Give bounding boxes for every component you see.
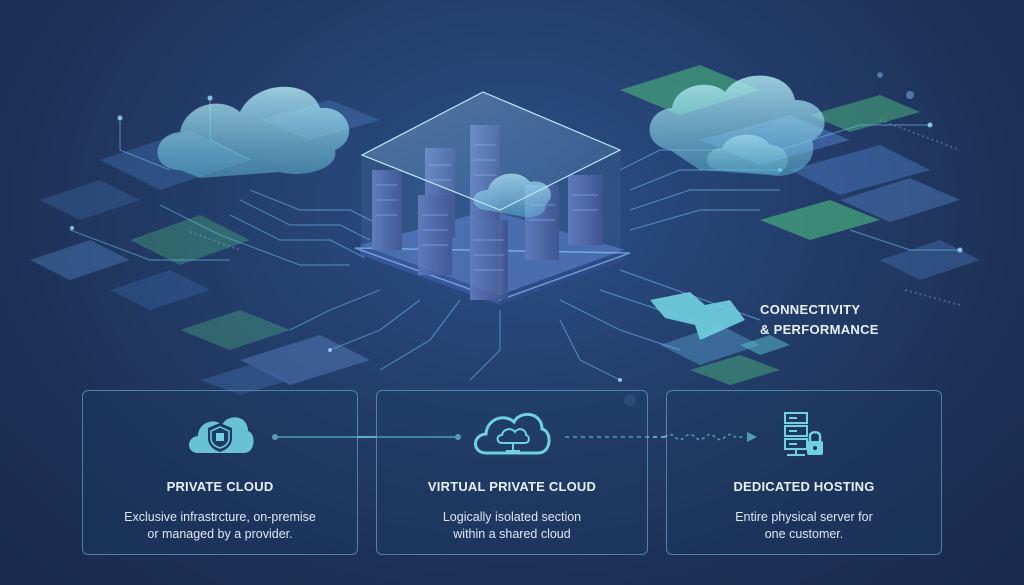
desc-line-1: Entire physical server for: [735, 510, 873, 524]
desc-line-1: Exclusive infrastrcture, on-premise: [124, 510, 316, 524]
card-virtual-private-cloud: VIRTUAL PRIVATE CLOUD Logically isolated…: [376, 390, 648, 555]
caption-line-1: CONNECTIVITY: [760, 302, 861, 317]
right-cloud: [649, 75, 825, 176]
desc-line-1: Logically isolated section: [442, 510, 582, 524]
connectivity-caption: CONNECTIVITY & PERFORMANCE: [760, 300, 910, 340]
server-lock-icon: [779, 409, 829, 466]
card-title: DEDICATED HOSTING: [733, 479, 875, 494]
left-cloud: [157, 86, 350, 178]
card-private-cloud: PRIVATE CLOUD Exclusive infrastrcture, o…: [82, 390, 358, 555]
cloud-network-icon: [472, 409, 552, 464]
server-cluster: [354, 91, 631, 305]
card-description: Entire physical server for one customer.: [677, 509, 931, 543]
caption-line-2: & PERFORMANCE: [760, 322, 879, 337]
card-title: PRIVATE CLOUD: [166, 479, 274, 494]
connector-vpc-to-hosting: [565, 432, 757, 442]
cloud-shield-icon: [184, 409, 256, 462]
card-description: Exclusive infrastrcture, on-premise or m…: [93, 509, 347, 543]
card-title: VIRTUAL PRIVATE CLOUD: [427, 479, 597, 494]
card-description: Logically isolated section within a shar…: [387, 509, 637, 543]
desc-line-2: or managed by a provider.: [147, 527, 293, 541]
desc-line-2: within a shared cloud: [453, 527, 571, 541]
card-dedicated-hosting: DEDICATED HOSTING Entire physical server…: [666, 390, 942, 555]
connector-private-to-vpc: [272, 434, 461, 440]
direction-arrow: [650, 292, 745, 340]
desc-line-2: one customer.: [764, 527, 844, 541]
circuit-nodes: [70, 72, 963, 406]
